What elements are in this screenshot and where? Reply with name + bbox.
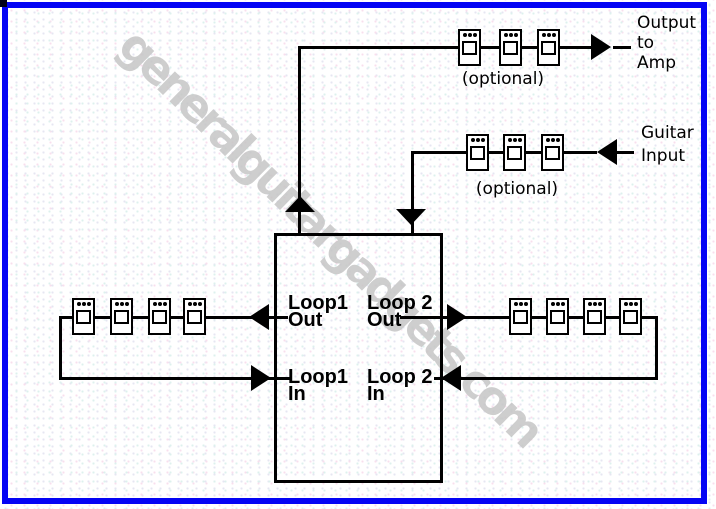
guitar-input-line2: Input xyxy=(641,146,686,166)
wire-output-vertical xyxy=(298,46,301,234)
arrow-loop2-in-icon xyxy=(441,365,461,391)
loop2-out-label: Loop 2 Out xyxy=(367,292,433,331)
loop1-in-line1: Loop1 xyxy=(288,366,348,388)
output-to-amp-line2: to xyxy=(637,33,655,53)
loop1-in-label: Loop1 In xyxy=(288,366,348,405)
loop-switcher-box xyxy=(274,233,443,483)
output-to-amp-line3: Amp xyxy=(637,53,676,73)
loop2-out-line1: Loop 2 xyxy=(367,292,433,314)
wire-output-horizontal xyxy=(298,46,592,49)
wire-loop2-return xyxy=(434,377,658,380)
guitar-input-label: Guitar Input xyxy=(641,122,694,168)
loop1-out-line2: Out xyxy=(288,309,323,331)
loop1-out-line1: Loop1 xyxy=(288,292,348,314)
arrow-up-out-of-box-icon xyxy=(285,196,315,212)
optional-label-output-chain: (optional) xyxy=(461,69,545,89)
arrow-loop1-in-icon xyxy=(251,365,271,391)
arrow-to-amp-icon xyxy=(591,34,611,60)
corner-notch xyxy=(0,0,7,7)
wire-loop1-return xyxy=(59,377,290,380)
loop2-out-line2: Out xyxy=(367,309,402,331)
wire-guitar-horizontal xyxy=(411,151,597,154)
arrow-guitar-input-icon xyxy=(597,139,617,165)
wire-loop1-vertical xyxy=(59,316,62,379)
loop1-in-line2: In xyxy=(288,383,306,405)
loop2-in-label: Loop 2 In xyxy=(367,366,433,405)
loop2-in-line2: In xyxy=(367,383,385,405)
arrow-loop2-out-icon xyxy=(447,304,467,330)
output-to-amp-label: Output to Amp xyxy=(637,13,696,73)
wire-guitar-stub xyxy=(616,151,634,154)
wire-output-stub xyxy=(613,46,631,49)
arrow-loop1-out-icon xyxy=(249,304,269,330)
wire-guitar-vertical xyxy=(411,152,414,234)
guitar-input-line1: Guitar xyxy=(641,123,694,143)
loop2-in-line1: Loop 2 xyxy=(367,366,433,388)
wire-loop1-send xyxy=(59,316,288,319)
wire-loop2-vertical xyxy=(655,316,658,380)
optional-label-guitar-chain: (optional) xyxy=(475,179,559,199)
output-to-amp-line1: Output xyxy=(637,13,697,33)
arrow-down-into-box-icon xyxy=(396,209,426,225)
loop1-out-label: Loop1 Out xyxy=(288,292,348,331)
